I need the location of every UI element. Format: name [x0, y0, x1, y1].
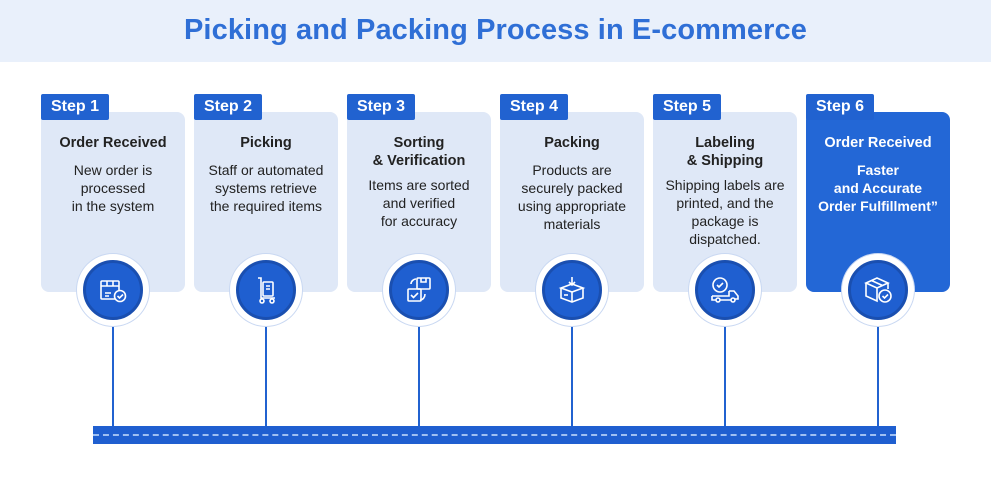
- sorting-verification-icon: [407, 277, 431, 302]
- step-badge-2: Step 2: [194, 94, 263, 120]
- step-badge-3: Step 3: [347, 94, 416, 120]
- step-icon-2: [230, 254, 302, 326]
- step-badge-6: Step 6: [806, 94, 875, 120]
- step-title: Picking: [240, 135, 292, 151]
- step-title: Sorting& Verification: [372, 135, 466, 169]
- connector-line: [418, 326, 420, 430]
- step-icon-1: [77, 254, 149, 326]
- connector-line: [724, 326, 726, 430]
- header-band: [0, 0, 991, 62]
- step-badge-4: Step 4: [500, 94, 569, 120]
- timeline-baseline: [93, 426, 896, 444]
- page-title: Picking and Packing Process in E-commerc…: [183, 14, 807, 46]
- step-icon-6: [842, 254, 914, 326]
- step-icon-4: [536, 254, 608, 326]
- step-badge-5: Step 5: [653, 94, 722, 120]
- box-check-icon: [100, 280, 127, 303]
- step-title: Labeling& Shipping: [686, 135, 764, 169]
- open-box-icon: [558, 277, 586, 303]
- step-title: Packing: [544, 135, 600, 151]
- step-title: Order Received: [59, 135, 167, 151]
- delivery-truck-icon: [711, 277, 739, 303]
- step-icon-5: [689, 254, 761, 326]
- timeline-dash: [93, 434, 896, 436]
- hand-truck-icon: [258, 277, 275, 304]
- step-icon-3: [383, 254, 455, 326]
- step-badge-1: Step 1: [41, 94, 110, 120]
- connector-line: [112, 326, 114, 430]
- connector-line: [571, 326, 573, 430]
- connector-line: [877, 326, 879, 430]
- package-check-icon: [864, 277, 892, 303]
- step-title: Order Received: [824, 135, 932, 151]
- connector-line: [265, 326, 267, 430]
